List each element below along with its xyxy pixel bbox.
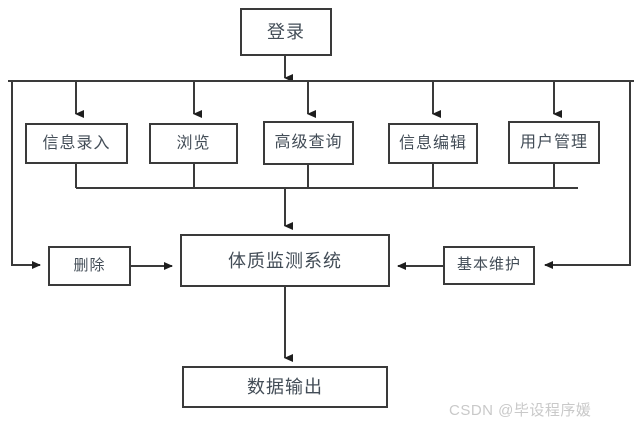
node-basic-maintenance-label: 基本维护 (456, 257, 521, 273)
node-delete[interactable]: 删除 (48, 246, 131, 286)
node-browse-label: 浏览 (176, 134, 211, 152)
node-data-output[interactable]: 数据输出 (182, 366, 388, 408)
node-advanced-query[interactable]: 高级查询 (263, 121, 354, 165)
node-fitness-monitoring-system[interactable]: 体质监测系统 (180, 234, 390, 287)
edge-right-rail-to-maintenance (544, 81, 631, 269)
node-info-edit[interactable]: 信息编辑 (388, 123, 478, 164)
node-info-edit-label: 信息编辑 (398, 134, 467, 152)
node-info-entry-label: 信息录入 (42, 134, 111, 152)
node-login-label: 登录 (267, 22, 305, 42)
edge-left-rail-to-delete (11, 81, 41, 269)
csdn-watermark: CSDN @毕设程序媛 (449, 402, 592, 419)
node-user-management-label: 用户管理 (519, 133, 588, 151)
node-user-management[interactable]: 用户管理 (508, 121, 600, 164)
node-advanced-query-label: 高级查询 (274, 134, 343, 151)
node-info-entry[interactable]: 信息录入 (25, 123, 128, 164)
node-delete-label: 删除 (73, 257, 106, 274)
node-data-output-label: 数据输出 (247, 377, 323, 397)
node-login[interactable]: 登录 (240, 8, 332, 56)
node-basic-maintenance[interactable]: 基本维护 (443, 246, 535, 285)
node-fitness-monitoring-system-label: 体质监测系统 (228, 250, 342, 271)
node-browse[interactable]: 浏览 (149, 123, 238, 164)
